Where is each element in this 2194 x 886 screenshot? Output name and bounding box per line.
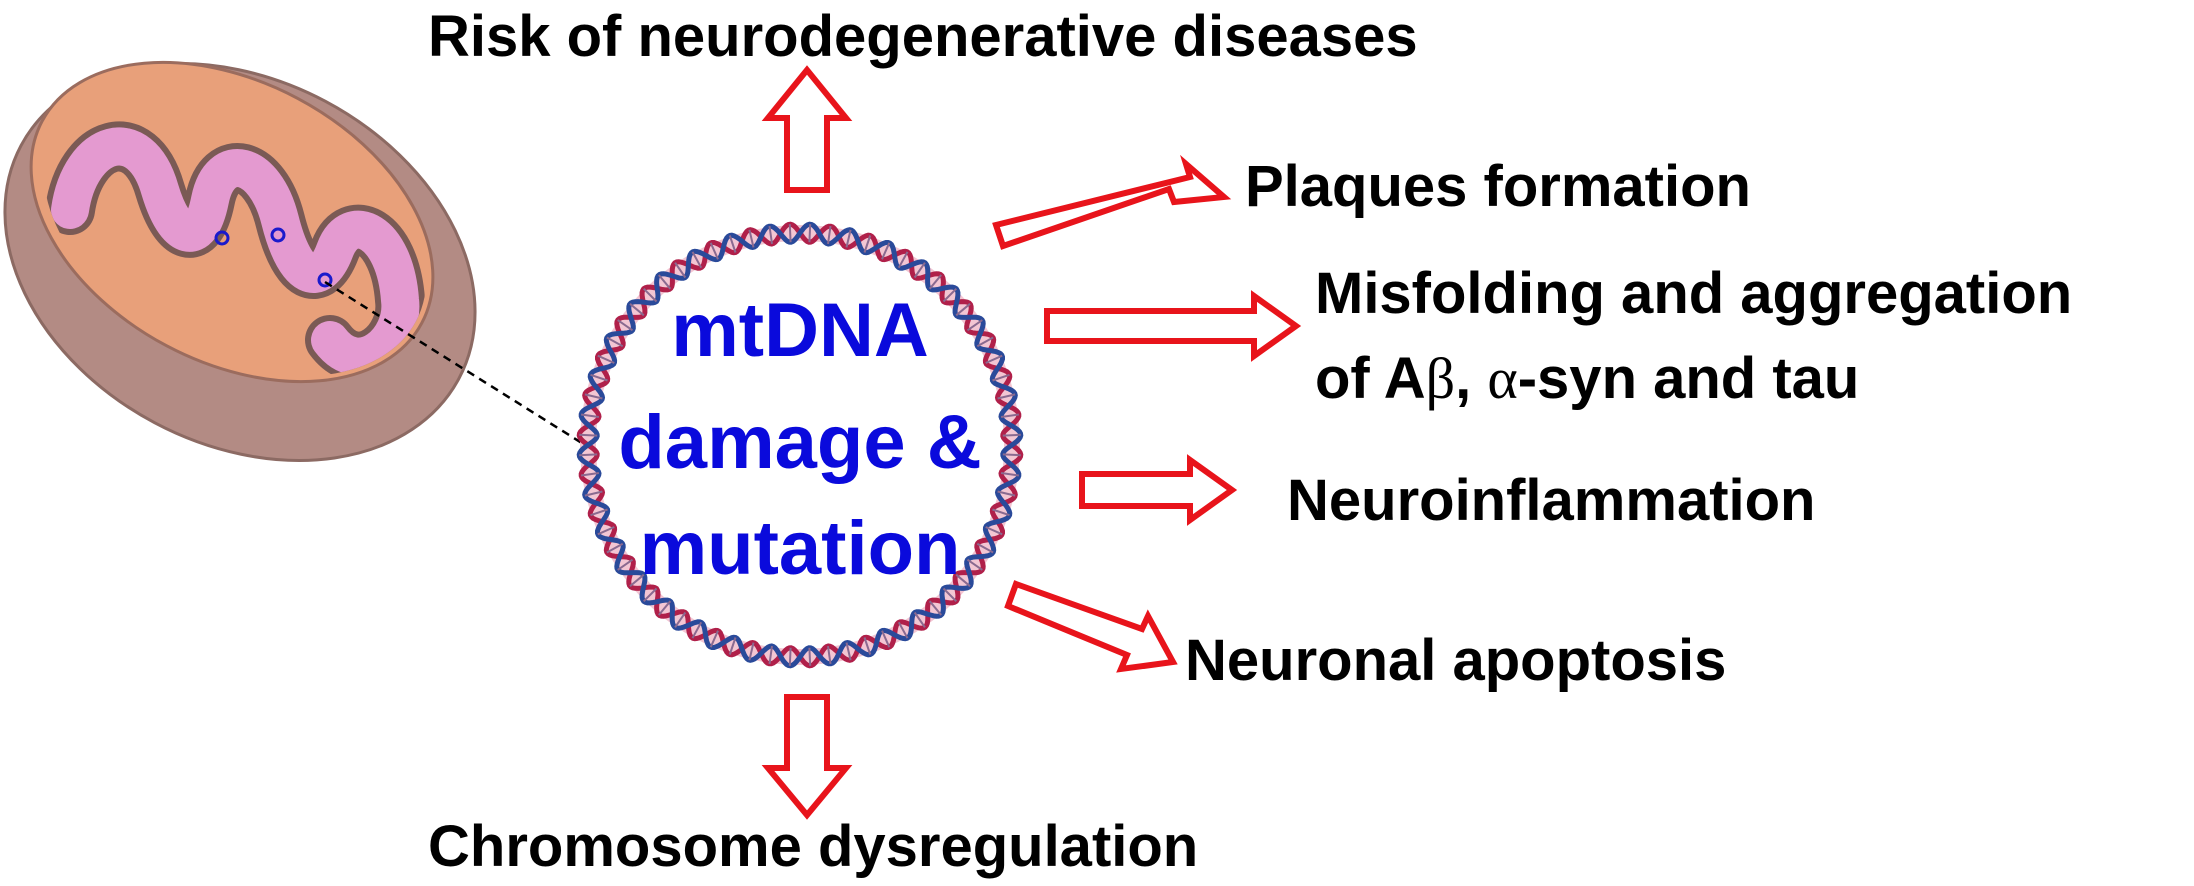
dna-rung	[691, 621, 703, 639]
dna-rung	[768, 225, 773, 245]
dna-rung	[748, 642, 755, 661]
dna-rung	[827, 225, 832, 245]
dna-rung	[1000, 472, 1020, 477]
arrow-misfolding-icon	[1044, 290, 1302, 362]
dna-rung	[913, 611, 926, 628]
dna-rung	[881, 242, 891, 260]
dna-rung	[808, 647, 812, 666]
dna-rung	[579, 453, 598, 457]
arrow-up-icon	[761, 65, 853, 193]
dna-rung	[597, 526, 615, 536]
dna-rung	[748, 229, 755, 248]
dna-rung	[597, 354, 615, 364]
center-title-line2: damage &	[618, 400, 982, 485]
dna-rung	[897, 621, 909, 639]
dna-rung	[966, 319, 983, 332]
dna-rung	[863, 637, 872, 655]
dna-rung	[629, 303, 645, 317]
dna-rung	[584, 393, 603, 400]
dna-rung	[928, 600, 942, 616]
label-plaques-formation: Plaques formation	[1245, 154, 1751, 219]
dna-rung	[709, 630, 719, 648]
mtdna-dot-icon	[270, 227, 286, 243]
dna-rung	[691, 251, 703, 269]
label-risk-neurodegenerative: Risk of neurodegenerative diseases	[428, 4, 1418, 69]
dna-rung	[966, 558, 983, 571]
dna-rung	[674, 611, 687, 628]
dna-rung	[1002, 453, 1021, 457]
dna-rung	[728, 235, 737, 253]
dna-rung	[955, 303, 971, 317]
dna-rung	[617, 558, 634, 571]
label-neuroinflammation: Neuroinflammation	[1287, 468, 1816, 533]
dna-rung	[709, 242, 719, 260]
dna-rung	[606, 336, 624, 348]
dna-rung	[1000, 413, 1020, 418]
dna-rung	[992, 373, 1010, 382]
arrows	[761, 65, 1302, 820]
dna-rung	[580, 413, 600, 418]
label-misfolding-line2: of Aβ, α-syn and tau	[1315, 346, 1860, 411]
dna-rung	[728, 637, 737, 655]
dna-rung	[658, 274, 672, 290]
label-chromosome-dysregulation: Chromosome dysregulation	[428, 814, 1199, 879]
arrow-down-icon	[761, 694, 853, 820]
dna-rung	[808, 224, 812, 243]
dna-rung	[913, 262, 926, 279]
center-title-line1: mtDNA	[671, 288, 929, 373]
dna-rung	[1002, 433, 1021, 437]
dna-rung	[881, 630, 891, 648]
dna-rung	[863, 235, 872, 253]
dna-ring-icon	[576, 221, 1024, 669]
mtdna-dot-icon	[214, 230, 230, 246]
label-misfolding-line1: Misfolding and aggregation	[1315, 261, 2073, 326]
dna-rung	[579, 433, 598, 437]
arrow-neuroinflammation-icon	[1079, 454, 1238, 526]
dna-rung	[629, 573, 645, 587]
dna-rung	[827, 645, 832, 665]
dna-rung	[584, 490, 603, 497]
dna-rung	[606, 542, 624, 554]
dna-rung	[985, 354, 1003, 364]
dna-rung	[674, 262, 687, 279]
dna-rung	[642, 287, 658, 303]
dna-rung	[658, 600, 672, 616]
dna-rung	[768, 645, 773, 665]
dna-rung	[955, 573, 971, 587]
dna-rung	[942, 587, 958, 603]
dna-rung	[788, 224, 792, 243]
beta-symbol: β	[1425, 346, 1456, 411]
center-title-line3: mutation	[639, 506, 961, 591]
dna-strand-b	[576, 221, 1024, 669]
dna-rung	[590, 373, 608, 382]
dna-rung	[897, 251, 909, 269]
dna-rung	[788, 647, 792, 666]
dna-rung	[992, 508, 1010, 517]
dna-rung	[997, 393, 1016, 400]
dna-rung	[976, 542, 994, 554]
alpha-symbol: α	[1487, 346, 1518, 411]
mtdna-dot-icon	[317, 272, 333, 288]
mitochondrion-icon	[3, 60, 586, 462]
arrow-apoptosis-icon	[1004, 580, 1178, 673]
dna-rung	[942, 287, 958, 303]
dna-rung	[617, 319, 634, 332]
dna-rung	[985, 526, 1003, 536]
dna-rung	[642, 587, 658, 603]
label-neuronal-apoptosis: Neuronal apoptosis	[1185, 628, 1727, 693]
arrow-plaques-icon	[992, 154, 1232, 250]
dna-rung	[976, 336, 994, 348]
dna-rung	[845, 642, 852, 661]
dna-rung	[590, 508, 608, 517]
dna-rung	[845, 229, 852, 248]
dna-rung	[997, 490, 1016, 497]
dna-rung	[928, 274, 942, 290]
connector-line	[324, 280, 586, 447]
dna-rung	[580, 472, 600, 477]
